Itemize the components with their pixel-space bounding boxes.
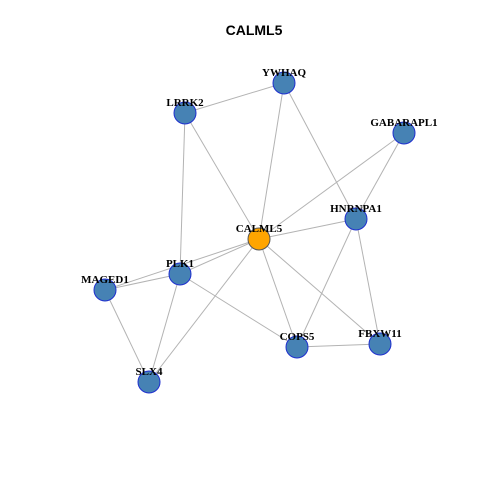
edge-calml5-slx4 — [148, 238, 260, 383]
node-label-calml5: CALML5 — [236, 223, 283, 235]
edge-gabarapl1-hnrnpa1 — [355, 132, 405, 220]
node-plk1: PLK1 — [166, 258, 194, 286]
node-hnrnpa1: HNRNPA1 — [330, 203, 382, 231]
edge-layer — [104, 82, 405, 383]
node-label-ywhaq: YWHAQ — [262, 67, 306, 79]
node-lrrk2: LRRK2 — [166, 97, 204, 125]
node-label-plk1: PLK1 — [166, 258, 194, 270]
node-label-slx4: SLX4 — [136, 366, 163, 378]
node-circle-lrrk2 — [173, 101, 197, 125]
node-slx4: SLX4 — [136, 366, 163, 394]
node-circle-plk1 — [168, 262, 192, 286]
edge-hnrnpa1-fbxw11 — [355, 218, 381, 345]
node-layer: CALML5 YWHAQ LRRK2GABARAPL1HNRNPA1PLK1MAGE… — [81, 67, 438, 394]
node-gabarapl1: GABARAPL1 — [370, 117, 438, 145]
node-label-gabarapl1: GABARAPL1 — [370, 117, 437, 129]
node-fbxw11: FBXW11 — [358, 328, 402, 356]
node-circle-maged1 — [93, 278, 117, 302]
edge-lrrk2-plk1 — [179, 112, 186, 275]
edge-lrrk2-calml5 — [184, 112, 260, 240]
edge-cops5-fbxw11 — [296, 343, 381, 348]
node-label-fbxw11: FBXW11 — [358, 328, 401, 340]
edge-plk1-cops5 — [179, 273, 298, 348]
node-label-lrrk2: LRRK2 — [166, 97, 204, 109]
node-circle-slx4 — [137, 370, 161, 394]
node-circle-ywhaq — [272, 71, 296, 95]
edge-calml5-fbxw11 — [258, 238, 381, 345]
edge-gabarapl1-calml5 — [258, 132, 405, 240]
node-label-maged1: MAGED1 — [81, 274, 129, 286]
diagram-title: CALML5 — [226, 22, 283, 38]
node-circle-fbxw11 — [368, 332, 392, 356]
node-maged1: MAGED1 — [81, 274, 129, 302]
node-label-hnrnpa1: HNRNPA1 — [330, 203, 382, 215]
edge-lrrk2-ywhaq — [184, 82, 285, 114]
node-circle-hnrnpa1 — [344, 207, 368, 231]
edge-calml5-cops5 — [258, 238, 298, 348]
edge-plk1-maged1 — [104, 273, 181, 291]
edge-calml5-plk1 — [179, 238, 260, 275]
node-ywhaq: YWHAQ — [262, 67, 306, 95]
edge-hnrnpa1-calml5 — [258, 218, 357, 240]
node-label-cops5: COPS5 — [280, 331, 315, 343]
edge-hnrnpa1-cops5 — [296, 218, 357, 348]
node-circle-cops5 — [285, 335, 309, 359]
node-calml5: CALML5 — [236, 223, 283, 251]
edge-plk1-slx4 — [148, 273, 181, 383]
edge-ywhaq-hnrnpa1 — [283, 82, 357, 220]
node-circle-gabarapl1 — [392, 121, 416, 145]
node-cops5: COPS5 — [280, 331, 315, 359]
edge-maged1-slx4 — [104, 289, 150, 383]
node-circle-calml5 — [247, 227, 271, 251]
edge-ywhaq-calml5 — [258, 82, 285, 240]
